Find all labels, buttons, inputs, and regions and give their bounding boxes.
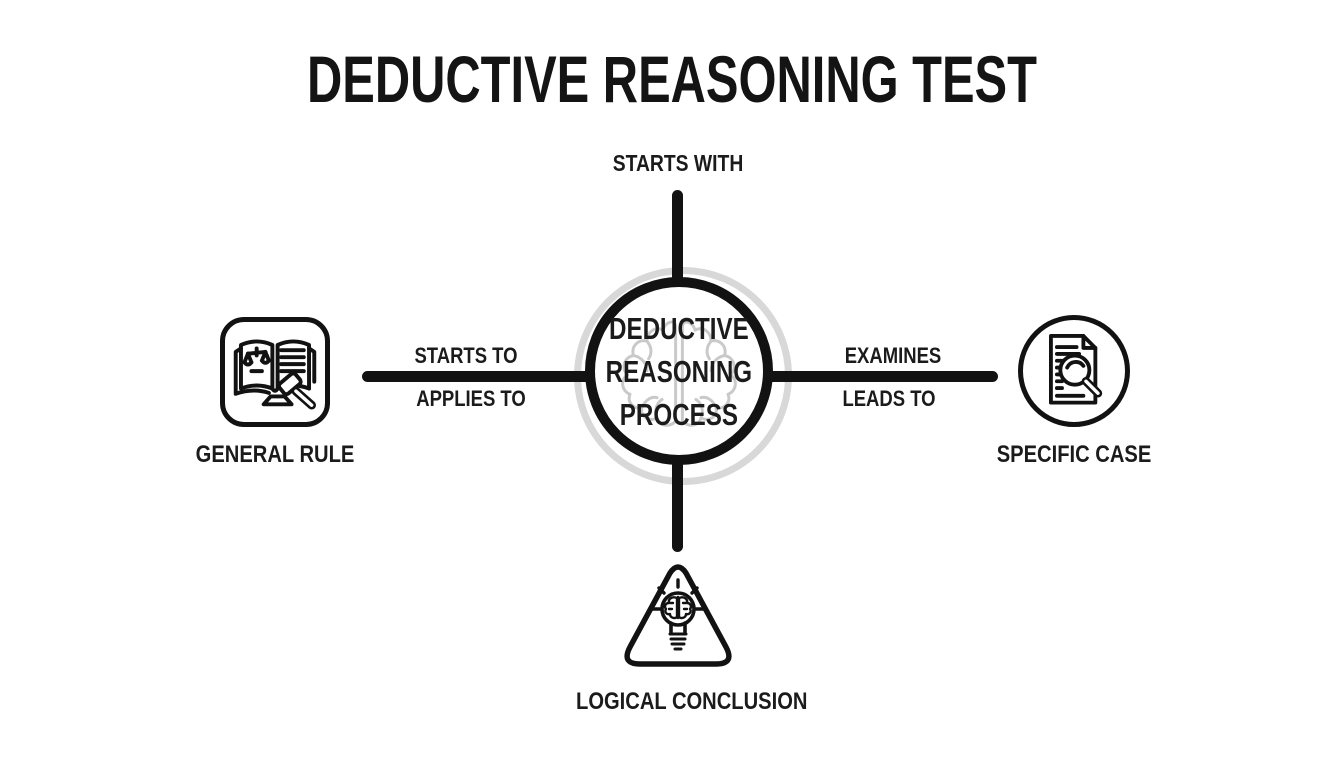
law-book-gavel-icon bbox=[233, 339, 317, 410]
hub-title-line1: DEDUCTIVE bbox=[609, 310, 749, 346]
hub-title-line3: PROCESS bbox=[619, 396, 739, 432]
page-title: DEDUCTIVE REASONING TEST bbox=[307, 42, 1037, 116]
hub-title: DEDUCTIVE REASONING PROCESS bbox=[606, 307, 752, 436]
document-magnifier-icon bbox=[1049, 334, 1103, 405]
connector-line-right bbox=[766, 371, 998, 382]
connector-line-bottom bbox=[672, 460, 683, 552]
connector-label-left-above: STARTS TO bbox=[414, 343, 518, 368]
central-process-node: DEDUCTIVE REASONING PROCESS bbox=[585, 277, 773, 465]
connector-line-top bbox=[672, 190, 683, 285]
brain-icon bbox=[621, 320, 737, 427]
connector-label-left-below: APPLIES TO bbox=[416, 386, 526, 411]
connector-label-right-above: EXAMINES bbox=[844, 343, 942, 368]
node-logical-conclusion bbox=[612, 558, 744, 678]
connector-label-right-below: LEADS TO bbox=[842, 386, 936, 411]
node-label-logical-conclusion: LOGICAL CONCLUSION bbox=[576, 688, 808, 715]
hub-title-line2: REASONING bbox=[605, 353, 753, 389]
node-label-general-rule: GENERAL RULE bbox=[195, 441, 355, 468]
node-specific-case bbox=[1018, 315, 1130, 427]
connector-label-top: STARTS WITH bbox=[612, 150, 744, 176]
connector-line-left bbox=[362, 371, 592, 382]
node-general-rule bbox=[220, 317, 330, 427]
lightbulb-brain-icon bbox=[624, 564, 732, 667]
node-label-specific-case: SPECIFIC CASE bbox=[996, 441, 1152, 468]
